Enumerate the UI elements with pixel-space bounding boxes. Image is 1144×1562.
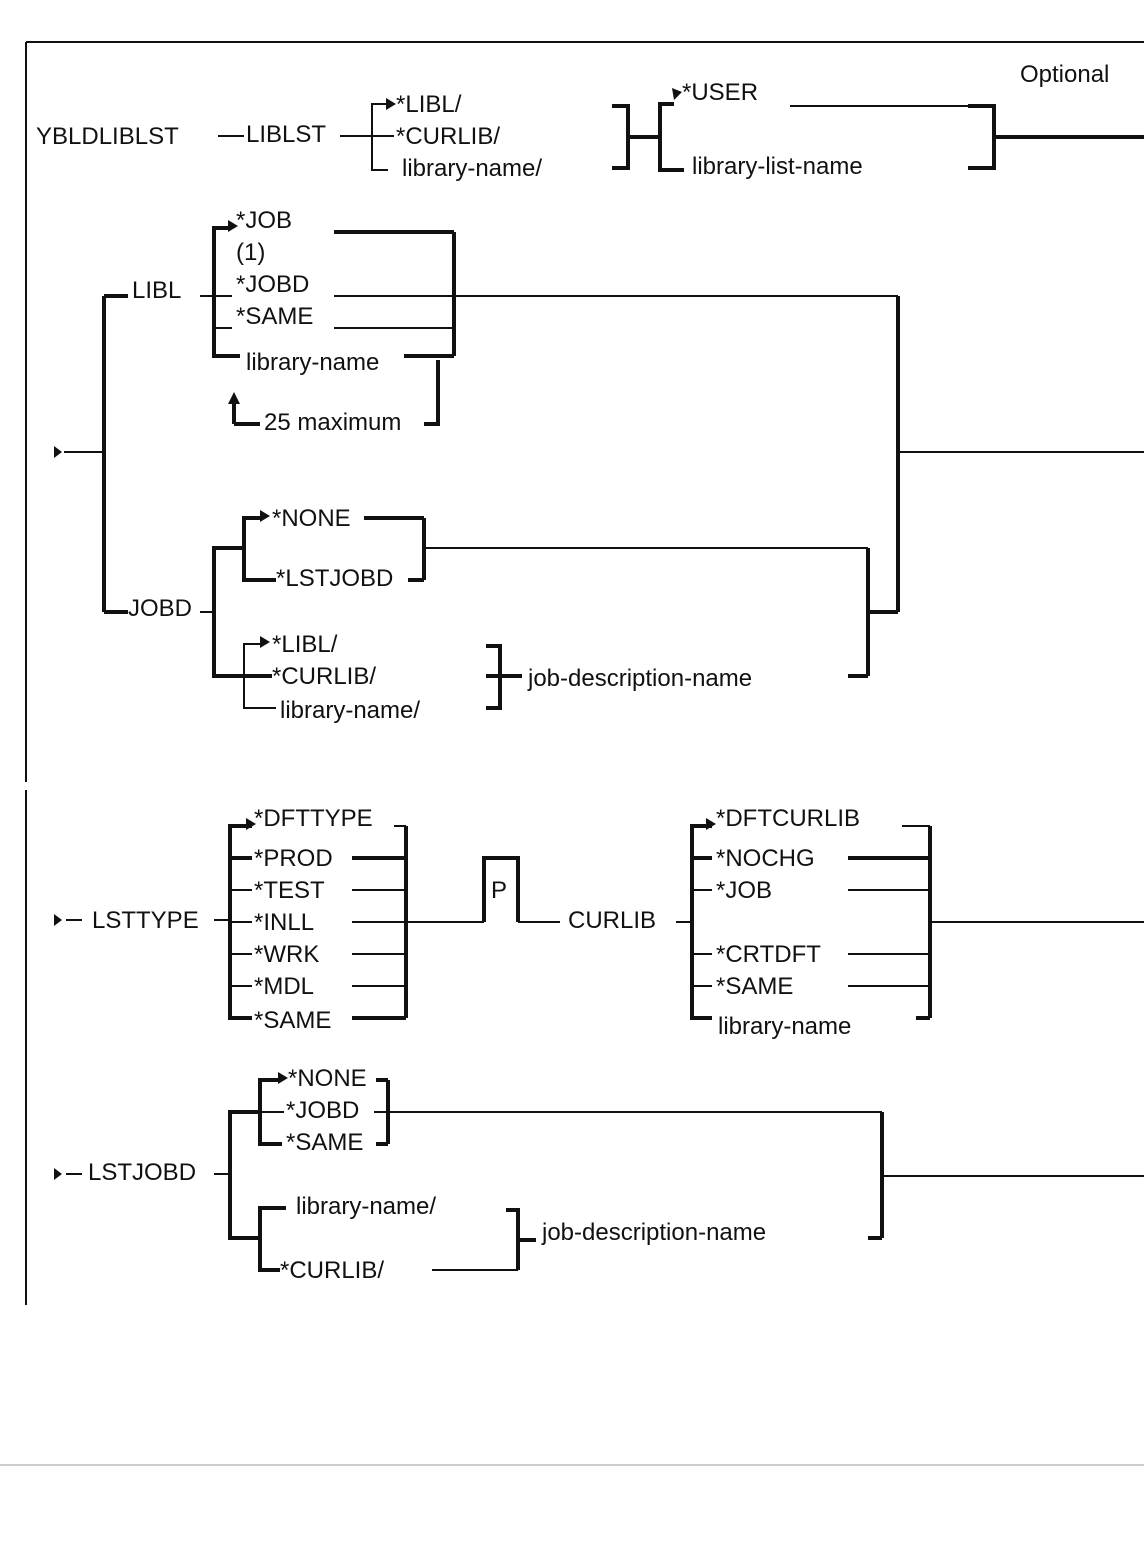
libl-keyword: LIBL	[132, 277, 181, 304]
lstjobd-jobd-option: *JOBD	[286, 1097, 359, 1124]
test-option: *TEST	[254, 877, 325, 904]
dfttype-option: *DFTTYPE	[254, 805, 373, 832]
lstjobd-none-option: *NONE	[288, 1065, 367, 1092]
lsttype-keyword: LSTTYPE	[92, 907, 199, 934]
libl-jobd-option: *JOBD	[236, 271, 309, 298]
user-option: *USER	[682, 79, 758, 106]
curlib-same-option: *SAME	[716, 973, 793, 1000]
jobd-libname-option: library-name/	[280, 697, 420, 724]
curlib-job-option: *JOB	[716, 877, 772, 904]
dftcurlib-option: *DFTCURLIB	[716, 805, 860, 832]
lstjobd-libname-option: library-name/	[296, 1193, 436, 1220]
note-1: (1)	[236, 239, 265, 266]
curlib-library-name: library-name	[718, 1013, 851, 1040]
lsttype-curlib-section: LSTTYPE *DFTTYPE *PROD *TEST *INLL *WRK …	[54, 805, 1144, 1040]
lstjobd-same-option: *SAME	[286, 1129, 363, 1156]
lstjobd-section: LSTJOBD *NONE *JOBD *SAME library-name/ …	[54, 1065, 1144, 1284]
lstjobd-curlib-option: *CURLIB/	[280, 1257, 384, 1284]
positional-marker: P	[491, 877, 507, 904]
liblst-curlib-option: *CURLIB/	[396, 123, 500, 150]
libl-jobd-section: LIBL *JOB (1) *JOBD *SAME library-name 2…	[54, 207, 1144, 724]
nochg-option: *NOCHG	[716, 845, 815, 872]
libl-library-name: library-name	[246, 349, 379, 376]
jobd-keyword: JOBD	[128, 595, 192, 622]
liblst-keyword: LIBLST	[246, 121, 326, 148]
crtdft-option: *CRTDFT	[716, 941, 821, 968]
diagram-frame	[0, 41, 1144, 1466]
jobd-curlib-option: *CURLIB/	[272, 663, 376, 690]
wrk-option: *WRK	[254, 941, 319, 968]
command-name: YBLDLIBLST	[36, 123, 179, 150]
jobd-none-option: *NONE	[272, 505, 351, 532]
prod-option: *PROD	[254, 845, 333, 872]
lstjobd-description-name: job-description-name	[541, 1219, 766, 1246]
lsttype-same-option: *SAME	[254, 1007, 331, 1034]
libl-same-option: *SAME	[236, 303, 313, 330]
lstjobd-keyword: LSTJOBD	[88, 1159, 196, 1186]
jobd-description-name: job-description-name	[527, 665, 752, 692]
liblst-section: Optional YBLDLIBLST LIBLST *LIBL/ *CURLI…	[36, 61, 1144, 182]
curlib-keyword: CURLIB	[568, 907, 656, 934]
optional-label: Optional	[1020, 61, 1109, 88]
mdl-option: *MDL	[254, 973, 314, 1000]
jobd-lstjobd-option: *LSTJOBD	[276, 565, 393, 592]
jobd-libl-option: *LIBL/	[272, 631, 338, 658]
libl-job-option: *JOB	[236, 207, 292, 234]
library-list-name: library-list-name	[692, 153, 863, 180]
max-25-repeat: 25 maximum	[264, 409, 401, 436]
inll-option: *INLL	[254, 909, 314, 936]
liblst-libl-option: *LIBL/	[396, 91, 462, 118]
liblst-libname-option: library-name/	[402, 155, 542, 182]
